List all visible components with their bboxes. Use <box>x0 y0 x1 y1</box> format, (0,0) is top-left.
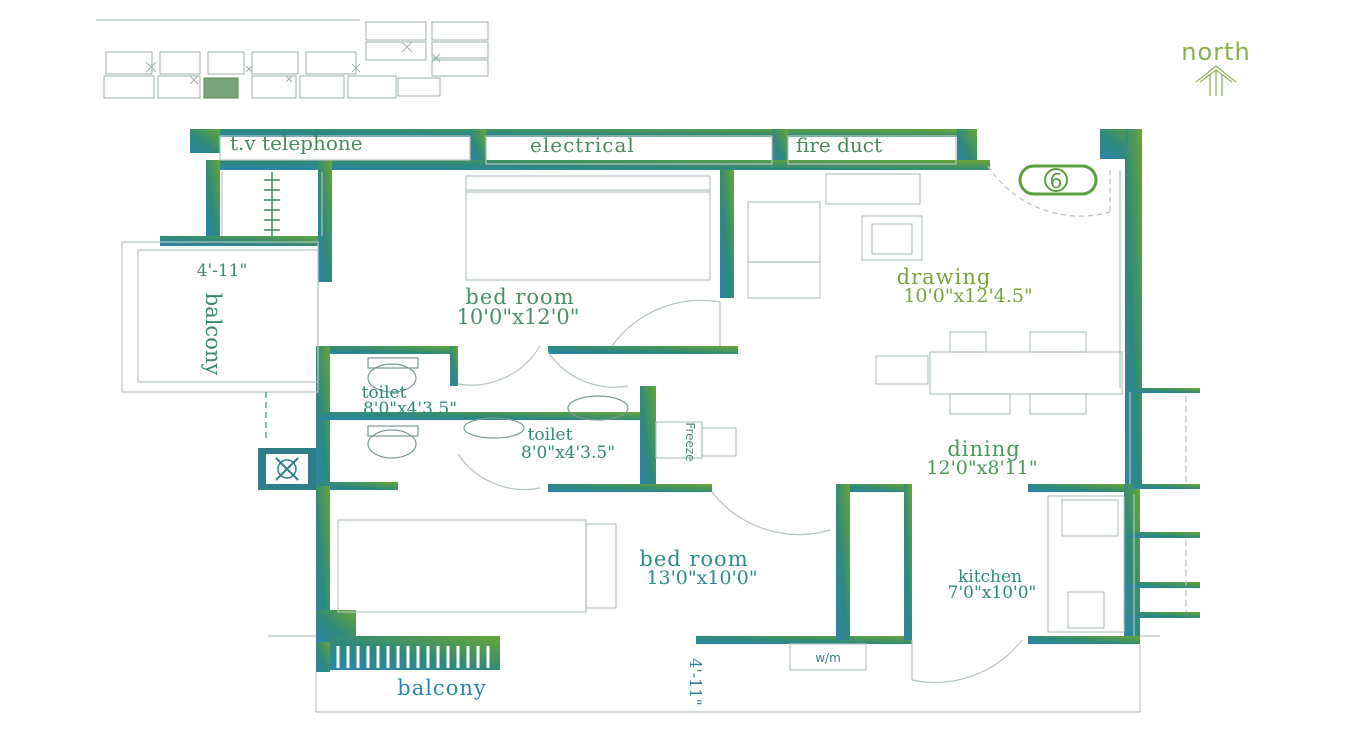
drawing-size: 10'0"x12'4.5" <box>903 285 1032 307</box>
north-arrow-icon <box>1195 65 1237 96</box>
shaft-icon <box>258 448 316 490</box>
thin-outlines <box>121 135 1187 713</box>
duct-tv-telephone: t.v telephone <box>230 131 363 155</box>
toilet-1-size: 8'0"x4'3.5" <box>363 399 457 419</box>
kitchen-size: 7'0"x10'0" <box>948 583 1037 603</box>
toilet-2-size: 8'0"x4'3.5" <box>521 443 615 463</box>
toilet-fixtures <box>367 357 629 459</box>
balcony-bottom-dim: 4'-11" <box>686 658 705 706</box>
bedroom-bottom-name: bed room <box>639 547 748 571</box>
fridge-label: Freeze <box>683 422 697 461</box>
balcony-left-name: balcony <box>201 293 225 376</box>
duct-electrical: electrical <box>530 133 635 157</box>
toilet-2-name: toilet <box>528 425 573 445</box>
unit-number: 6 <box>1050 169 1063 193</box>
bedroom-top-name: bed room <box>465 285 574 309</box>
wm-label: w/m <box>815 651 841 665</box>
unit-number-badge <box>1018 164 1098 196</box>
dining-name: dining <box>947 437 1020 461</box>
key-plan <box>96 19 489 99</box>
balcony-left-dim: 4'-11" <box>197 261 248 281</box>
wardrobe-rail <box>264 172 280 236</box>
labels: t.v telephone electrical fire duct bed r… <box>197 131 1038 706</box>
kitchen-name: kitchen <box>958 567 1022 587</box>
balcony-railing <box>336 646 490 668</box>
bedroom-bottom-size: 13'0"x10'0" <box>646 567 757 589</box>
duct-fire: fire duct <box>796 133 882 157</box>
balcony-bottom-name: balcony <box>397 676 486 700</box>
toilet-1-name: toilet <box>362 383 407 403</box>
dining-size: 12'0"x8'11" <box>926 457 1037 479</box>
bedroom-top-size: 10'0"x12'0" <box>457 305 580 329</box>
drawing-name: drawing <box>897 265 992 289</box>
north-label: north <box>1181 38 1250 66</box>
